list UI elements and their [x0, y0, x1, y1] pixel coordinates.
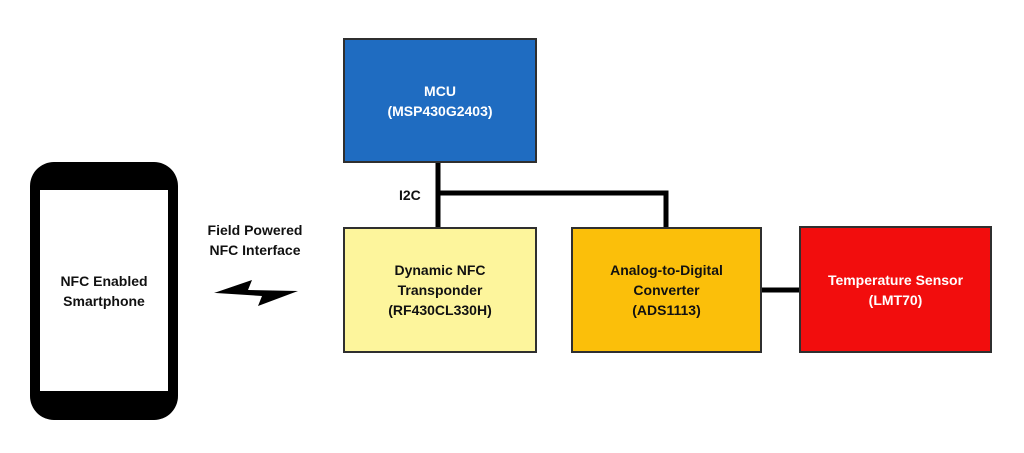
smartphone-label-line2: Smartphone: [63, 292, 145, 309]
adc-title-line1: Analog-to-Digital: [610, 262, 723, 278]
smartphone-screen: NFC Enabled Smartphone: [40, 190, 168, 391]
adc-part: (ADS1113): [632, 302, 701, 318]
mcu-block-title: MCU: [424, 82, 456, 99]
nfc-transponder-title-line2: Transponder: [397, 282, 483, 298]
nfc-interface-caption-line1: Field Powered: [207, 222, 303, 238]
temperature-sensor-title: Temperature Sensor: [827, 271, 964, 288]
lightning-bolt-icon: [214, 280, 298, 306]
temperature-sensor-block: Temperature Sensor (LMT70): [799, 226, 992, 353]
nfc-transponder-block: Dynamic NFC Transponder (RF430CL330H): [343, 227, 537, 353]
mcu-block-part: (MSP430G2403): [387, 102, 493, 119]
mcu-to-adc-wire: [438, 190, 669, 227]
i2c-bus-label: I2C: [399, 187, 421, 203]
nfc-transponder-title-line1: Dynamic NFC: [394, 262, 486, 278]
adc-title-line2: Converter: [633, 282, 700, 298]
temperature-sensor-part: (LMT70): [868, 291, 923, 308]
mcu-block: MCU (MSP430G2403): [343, 38, 537, 163]
nfc-transponder-part: (RF430CL330H): [388, 302, 492, 318]
nfc-interface-caption: Field Powered NFC Interface: [190, 220, 320, 260]
nfc-interface-caption-line2: NFC Interface: [209, 242, 301, 258]
smartphone-label-line1: NFC Enabled: [60, 272, 148, 289]
adc-block: Analog-to-Digital Converter (ADS1113): [571, 227, 762, 353]
smartphone: NFC Enabled Smartphone: [30, 162, 178, 420]
